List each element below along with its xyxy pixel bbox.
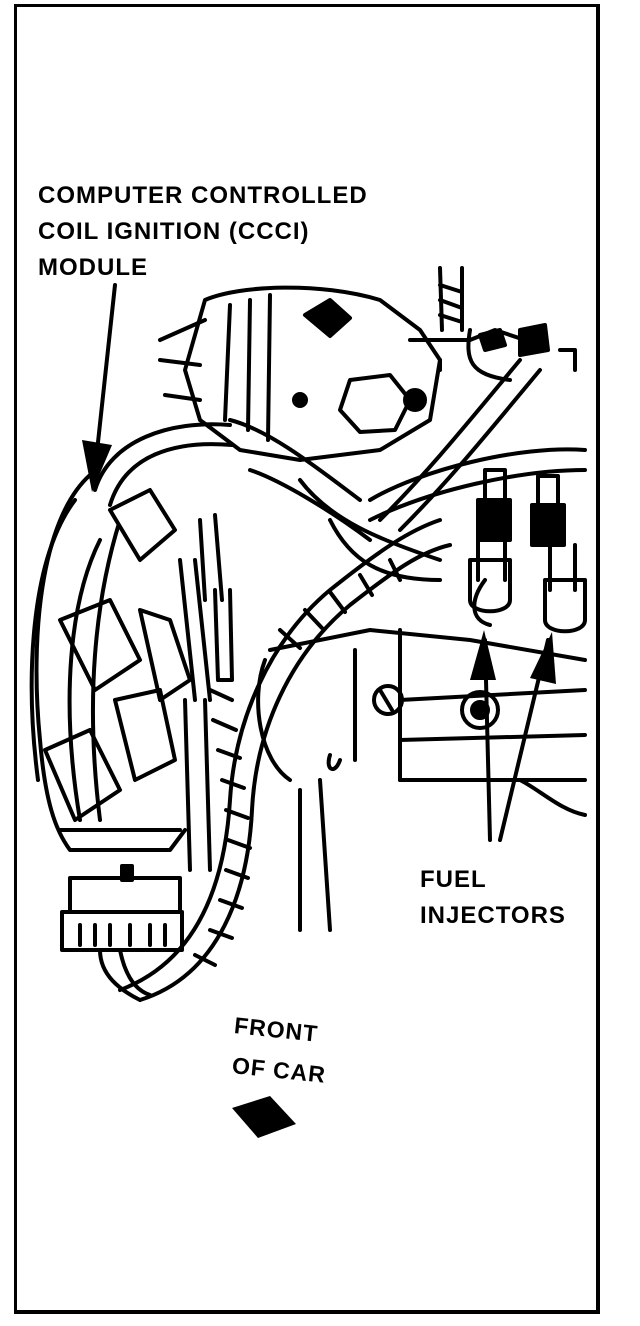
ccci-label-line-3: MODULE <box>38 254 148 281</box>
module-connector <box>60 864 184 1002</box>
upper-wiring <box>368 323 587 532</box>
injector-arrowhead-right <box>530 632 556 684</box>
fuel-injectors-label: FUEL INJECTORS <box>420 862 566 934</box>
throttle-body <box>256 628 587 932</box>
fuel-injector-left <box>468 468 512 627</box>
fuel-label-line-2: INJECTORS <box>420 902 566 929</box>
ccci-label-line-1: COMPUTER CONTROLLED <box>38 182 368 209</box>
ccci-module-label: COMPUTER CONTROLLED COIL IGNITION (CCCI)… <box>38 178 368 286</box>
vacuum-hose <box>438 266 464 332</box>
alternator <box>158 285 442 462</box>
ccci-module <box>29 473 192 852</box>
injector-arrowhead-left <box>470 630 496 680</box>
ccci-pointer-arrow <box>93 283 117 472</box>
spark-plug-wires <box>67 422 234 872</box>
ccci-arrowhead <box>82 440 112 492</box>
fuel-label-line-1: FUEL <box>420 866 487 893</box>
fuel-injector-right <box>530 474 587 634</box>
front-of-car-label: FRONT OF CAR <box>228 1005 332 1095</box>
diagram-border <box>14 4 600 1314</box>
front-direction-arrow <box>232 1096 296 1138</box>
ccci-label-line-2: COIL IGNITION (CCCI) <box>38 218 310 245</box>
main-wiring-harness <box>118 418 452 1002</box>
